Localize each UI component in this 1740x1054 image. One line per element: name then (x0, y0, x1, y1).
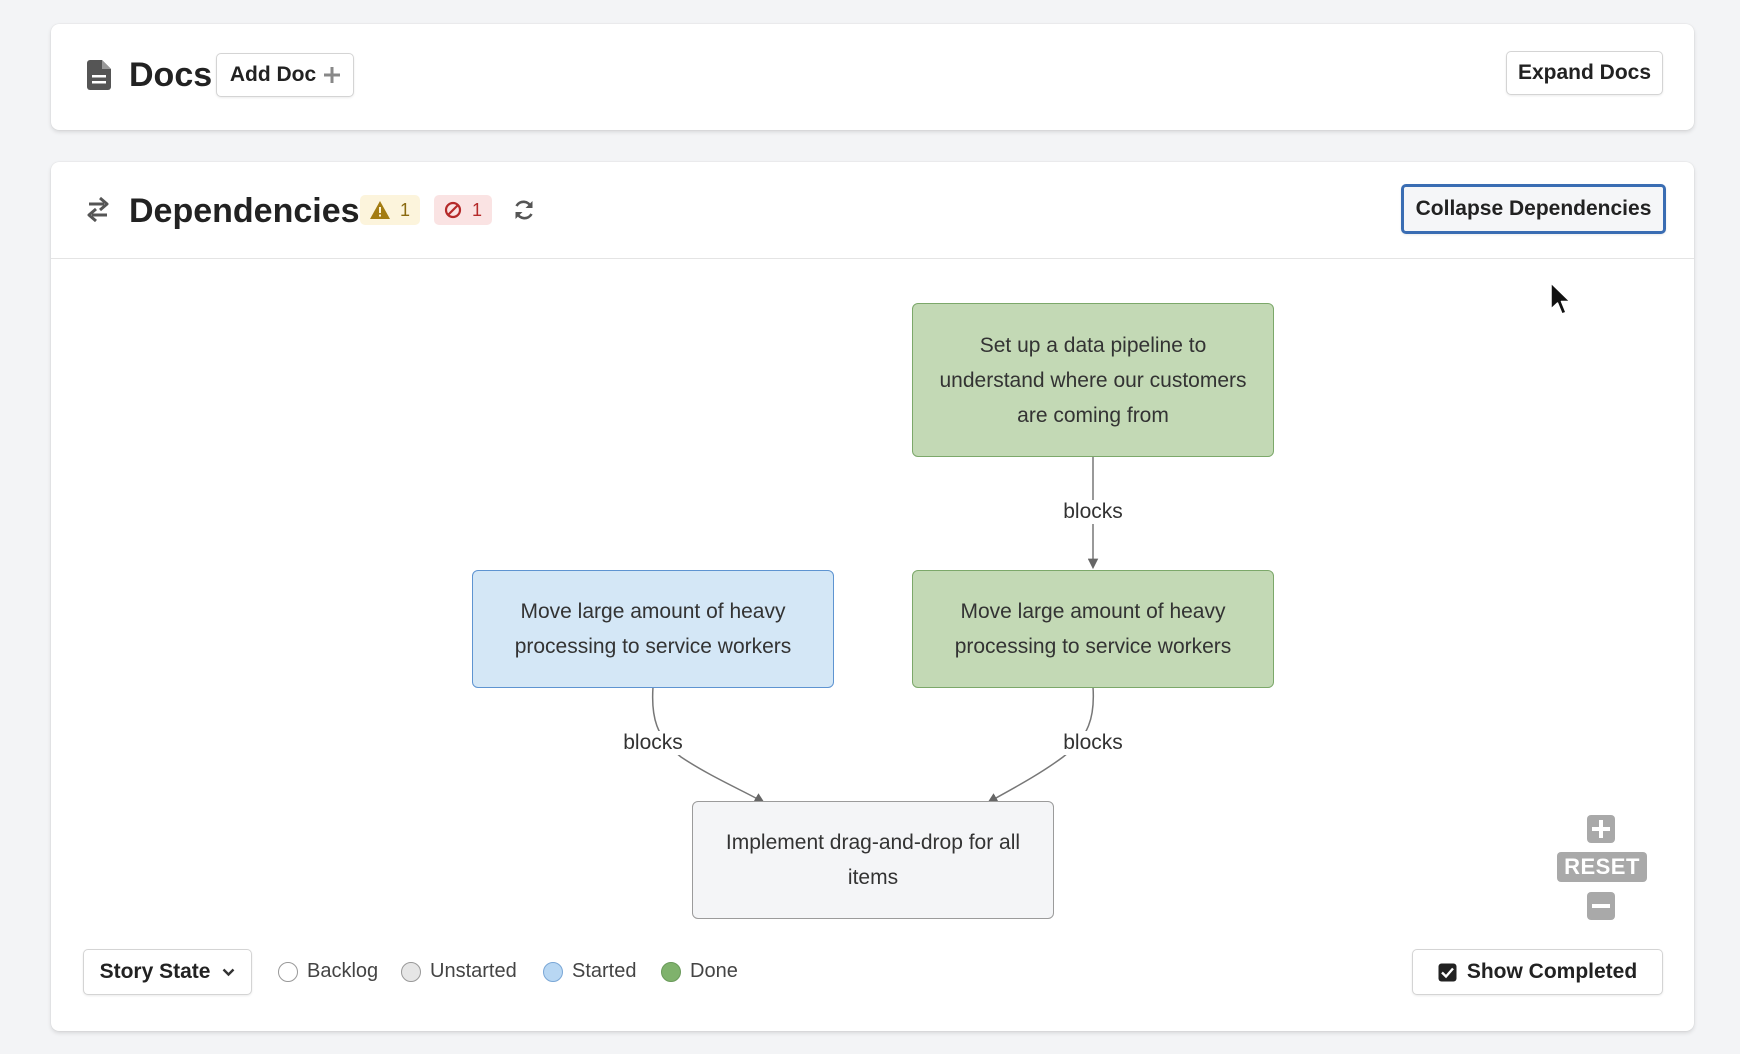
swap-arrows-icon (87, 196, 109, 222)
header-divider (51, 258, 1694, 259)
edge-label: blocks (1059, 500, 1127, 524)
collapse-dependencies-button[interactable]: Collapse Dependencies (1401, 184, 1666, 234)
dependencies-panel: Dependencies 1 1 Collapse Dependencies (51, 162, 1694, 1031)
docs-title: Docs (129, 56, 213, 94)
legend-dot (543, 961, 563, 982)
legend-item-started: Started (543, 960, 636, 983)
story-node[interactable]: Move large amount of heavy processing to… (472, 570, 834, 688)
legend-dot (401, 961, 421, 982)
chevron-down-icon (223, 968, 235, 976)
story-node[interactable]: Set up a data pipeline to understand whe… (912, 303, 1274, 457)
blocked-icon (444, 201, 462, 219)
legend-label: Started (572, 960, 637, 982)
expand-docs-label: Expand Docs (1517, 61, 1652, 84)
legend-item-backlog: Backlog (278, 960, 378, 983)
legend-label: Backlog (307, 960, 379, 982)
document-icon (87, 60, 111, 90)
warning-count: 1 (400, 199, 411, 220)
mouse-cursor-icon (1550, 282, 1571, 315)
story-node-label: Set up a data pipeline to understand whe… (939, 333, 1247, 427)
legend-dot (278, 961, 298, 982)
edge-n3-n4 (987, 686, 1095, 804)
story-node[interactable]: Implement drag-and-drop for all items (692, 801, 1054, 919)
edge-label: blocks (1059, 731, 1127, 755)
show-completed-label: Show Completed (1466, 960, 1638, 983)
blocked-count: 1 (472, 199, 483, 220)
warning-icon (370, 201, 390, 219)
blocked-badge[interactable]: 1 (434, 195, 493, 225)
zoom-reset-button[interactable]: RESET (1557, 852, 1647, 882)
legend-dot (661, 961, 681, 982)
legend-label: Unstarted (430, 960, 517, 982)
docs-panel: Docs Add Doc Expand Docs (51, 24, 1694, 130)
story-node-label: Implement drag-and-drop for all items (725, 831, 1021, 889)
checkbox-checked-icon (1438, 963, 1457, 981)
show-completed-toggle[interactable]: Show Completed (1412, 949, 1663, 995)
edge-label: blocks (619, 731, 687, 755)
plus-icon (324, 67, 341, 83)
dependencies-title: Dependencies (129, 192, 360, 230)
story-state-dropdown[interactable]: Story State (83, 949, 252, 995)
story-node-label: Move large amount of heavy processing to… (954, 600, 1232, 658)
legend-item-done: Done (661, 960, 738, 983)
add-doc-button[interactable]: Add Doc (216, 53, 354, 97)
zoom-in-icon[interactable] (1586, 814, 1616, 844)
edge-n2-n4 (651, 686, 765, 804)
legend-item-unstarted: Unstarted (401, 960, 517, 983)
story-node[interactable]: Move large amount of heavy processing to… (912, 570, 1274, 688)
story-state-label: Story State (99, 960, 211, 983)
zoom-out-icon[interactable] (1586, 891, 1616, 921)
expand-docs-button[interactable]: Expand Docs (1506, 51, 1663, 95)
warning-badge[interactable]: 1 (360, 195, 421, 225)
add-doc-label: Add Doc (229, 63, 317, 86)
legend-label: Done (690, 960, 738, 982)
refresh-icon[interactable] (513, 199, 535, 221)
collapse-dependencies-label: Collapse Dependencies (1415, 197, 1652, 220)
story-node-label: Move large amount of heavy processing to… (514, 600, 792, 658)
